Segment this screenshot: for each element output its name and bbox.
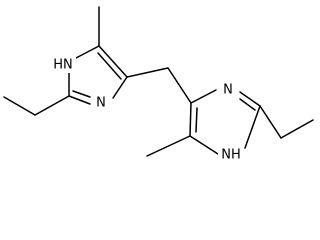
bond-ethyl-ch3-right [280,119,314,139]
bond-c2prime-nhprime [244,105,261,149]
bond-c5prime-methyl [146,135,191,157]
bond-ethyl-ch3 [3,96,36,116]
bond-c4-ch2 [126,67,169,78]
right-ring-bonds [146,89,314,157]
bond-c4-c5-inner [97,52,122,80]
bond-c5-n1h [75,45,100,59]
bond-c4prime-n3prime [190,89,217,104]
bond-c2-n3-double-inner [72,90,91,98]
bond-c5prime-c4prime-inner [195,107,198,133]
bond-n3prime-c2prime-inner [239,98,256,111]
bond-nhprime-c5prime [189,135,219,155]
atom-label-n-left: N [96,96,106,111]
bond-c4-c5-outer [98,45,128,78]
bond-c2prime-ethyl [259,105,282,139]
bridge-bonds [126,67,192,104]
bond-ch2-c4prime [167,67,192,104]
atom-label-n-right: N [223,83,233,98]
bond-n3prime-c2prime-outer [239,91,261,107]
atom-label-nh-left: HN [53,58,73,73]
atom-label-nh-right: NH [221,148,241,163]
bond-c2-ethyl-ch2 [34,95,70,116]
bond-c2-n3-double-outer [68,95,91,105]
left-ring-bonds [3,6,128,116]
atom-labels: HN N N NH [50,57,244,163]
chemical-structure: HN N N NH [3,6,314,163]
bond-n3-c4 [112,76,128,99]
bond-c5prime-c4prime-outer [189,102,192,137]
